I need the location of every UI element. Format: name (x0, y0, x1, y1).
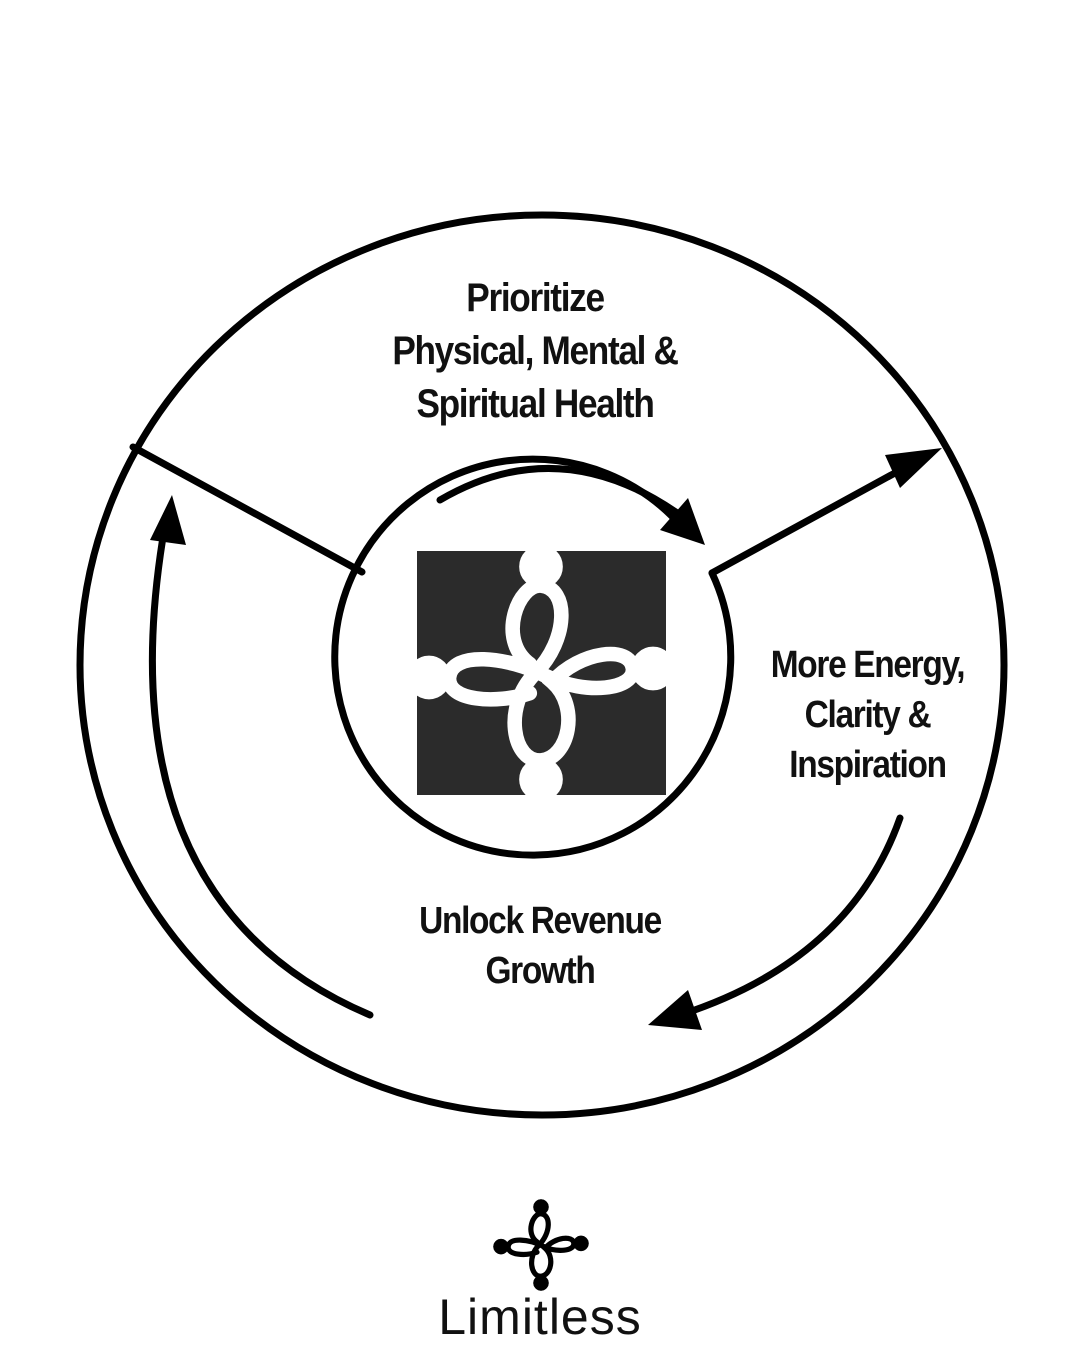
outer-circle (76, 211, 1008, 1119)
inner-circle (331, 455, 735, 859)
inner-arc-arrow (436, 464, 684, 519)
divider-line-left (129, 443, 366, 576)
step-revenue-growth: Unlock Revenue Growth (399, 896, 681, 996)
arrowheads (150, 448, 942, 1030)
arrow-line-right (708, 458, 919, 577)
label-line: Spiritual Health (416, 381, 654, 426)
arrowhead-inner (660, 498, 705, 545)
label-line: Unlock Revenue (419, 900, 662, 942)
label-line: More Energy, (770, 644, 966, 686)
label-line: Physical, Mental & (392, 328, 679, 373)
arrow-arc-left (148, 521, 374, 1019)
arrowhead-bottom (648, 990, 702, 1030)
brand-logo-icon (493, 1199, 588, 1290)
label-line: Clarity & (804, 694, 932, 737)
label-line: Inspiration (789, 744, 947, 787)
arrow-arc-right (676, 814, 904, 1019)
step-prioritize-health: Prioritize Physical, Mental & Spiritual … (363, 272, 706, 430)
arrowhead-left (150, 495, 186, 545)
label-line: Prioritize (466, 276, 605, 320)
label-line: Growth (485, 950, 595, 993)
step-energy-clarity: More Energy, Clarity & Inspiration (751, 640, 984, 790)
brand-name: Limitless (438, 1289, 642, 1345)
arrowhead-right (885, 448, 942, 488)
